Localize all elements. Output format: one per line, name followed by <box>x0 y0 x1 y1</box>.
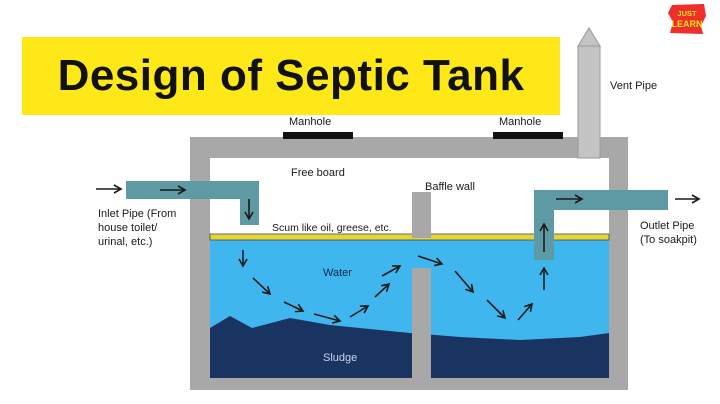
vent-pipe-cap <box>577 27 601 47</box>
flow-arrow-11 <box>517 302 534 321</box>
flow-arrow-8 <box>417 255 444 267</box>
flow-arrow-4 <box>313 313 342 324</box>
manhole-left-label: Manhole <box>289 116 332 128</box>
flow-arrow-10 <box>486 299 507 320</box>
flow-arrow-7 <box>381 265 402 277</box>
svg-text:JUST: JUST <box>677 9 697 18</box>
manhole-left <box>283 132 353 139</box>
free-board-label: Free board <box>291 167 345 179</box>
just-learn-logo: JUST LEARN <box>668 4 706 34</box>
flow-arrow-2 <box>252 277 272 296</box>
inlet-pipe-horizontal <box>126 181 259 199</box>
flow-arrow-5 <box>349 305 370 318</box>
sludge-layer <box>210 316 609 378</box>
water-label: Water <box>323 267 352 279</box>
inlet-pipe-label: Inlet Pipe (From house toilet/ urinal, e… <box>98 208 177 248</box>
baffle-wall-label: Baffle wall <box>425 181 475 193</box>
manhole-right-label: Manhole <box>499 116 542 128</box>
flow-arrow-6 <box>374 282 391 298</box>
vent-pipe-label: Vent Pipe <box>610 80 658 92</box>
baffle-wall-upper <box>412 192 431 238</box>
sludge-label: Sludge <box>323 352 358 364</box>
baffle-wall-lower <box>412 268 431 378</box>
outlet-pipe-horizontal <box>534 190 668 210</box>
svg-text:LEARN: LEARN <box>672 19 703 29</box>
flow-arrow-9 <box>454 270 475 294</box>
flow-arrow-3 <box>283 301 305 313</box>
outlet-pipe-label: Outlet Pipe (To soakpit) <box>640 220 697 246</box>
vent-pipe <box>577 45 601 159</box>
title-banner <box>22 37 560 115</box>
scum-label: Scum like oil, greese, etc. <box>272 222 392 234</box>
scum-layer <box>209 233 610 241</box>
manhole-right <box>493 132 563 139</box>
page-title: Design of Septic Tank <box>57 51 525 100</box>
